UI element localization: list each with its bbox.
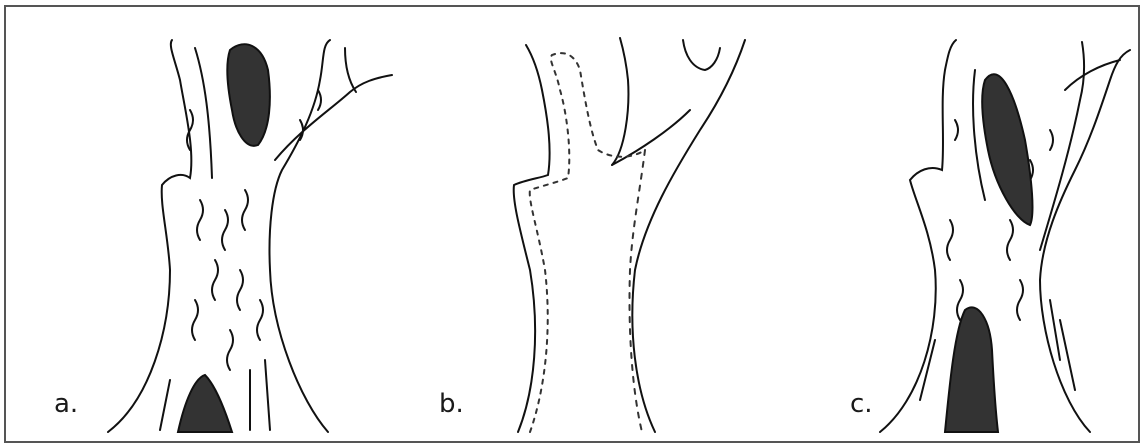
bark-mark bbox=[957, 280, 963, 320]
bark-mark bbox=[1050, 130, 1053, 150]
trunk-b bbox=[514, 38, 745, 432]
trunk-c-upper-cavity bbox=[982, 74, 1032, 225]
trunk-b-branch-stub bbox=[683, 40, 720, 70]
bark-mark bbox=[257, 300, 263, 340]
trunk-a-right-branch-inner bbox=[345, 48, 356, 92]
bark-mark bbox=[197, 200, 203, 240]
bark-mark bbox=[227, 330, 233, 370]
bark-mark bbox=[237, 270, 243, 310]
bark-mark bbox=[955, 120, 958, 140]
trunk-a-upper-cavity bbox=[227, 44, 269, 145]
bark-mark bbox=[318, 90, 321, 110]
bark-mark bbox=[192, 300, 198, 340]
panel-label-b: b. bbox=[439, 391, 464, 417]
trunk-a-base-cavity bbox=[178, 375, 232, 432]
trunk-b-fork-inner bbox=[612, 38, 628, 165]
trunk-c-base-cavity bbox=[945, 307, 998, 432]
bark-mark bbox=[222, 210, 228, 250]
panel-label-a: a. bbox=[54, 391, 78, 417]
bark-mark bbox=[265, 360, 270, 430]
trunk-b-right-outline bbox=[632, 40, 745, 432]
panel-label-c: c. bbox=[850, 391, 873, 417]
bark-mark bbox=[212, 260, 218, 300]
trunk-c-right-outline bbox=[1040, 50, 1130, 432]
bark-mark bbox=[1017, 280, 1023, 320]
bark-mark bbox=[160, 380, 170, 430]
bark-mark bbox=[1060, 320, 1075, 390]
trunk-a-left-outline bbox=[108, 40, 191, 432]
bark-mark bbox=[1050, 300, 1060, 360]
trunk-c-fork-inner-right bbox=[1040, 42, 1084, 250]
bark-mark bbox=[300, 120, 303, 140]
bark-mark bbox=[947, 220, 953, 260]
bark-mark bbox=[242, 190, 248, 230]
trunk-a-branch-inner bbox=[195, 48, 212, 178]
trunk-c-left-outline bbox=[880, 40, 956, 432]
trunk-a-right-branch-top bbox=[275, 75, 392, 160]
trunk-b-dotted-trace-right bbox=[630, 150, 646, 432]
bark-mark bbox=[1007, 220, 1013, 260]
